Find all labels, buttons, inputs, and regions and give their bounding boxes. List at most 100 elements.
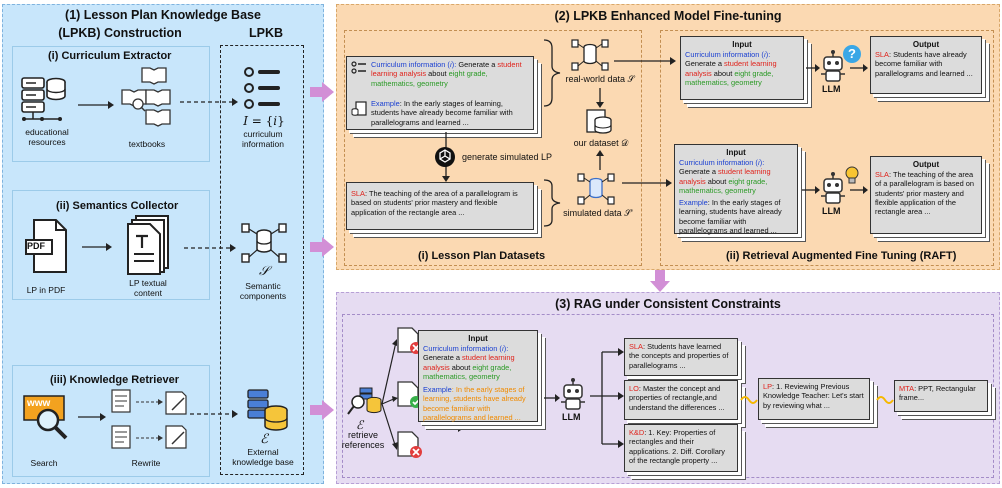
question-bubble-icon (843, 45, 861, 63)
textbooks-icon (121, 67, 171, 127)
s-symbol: 𝒮 (258, 264, 270, 279)
arrow-in-robot1 (806, 64, 820, 72)
arrow-in-rag-robot (544, 394, 560, 402)
textbooks-label: textbooks (128, 139, 166, 149)
e-symbol-kb: ℰ (260, 432, 268, 447)
web-search-icon (23, 395, 68, 440)
mta-text: : PPT, Rectangular frame... (899, 384, 976, 403)
raft-output-card-2: Output SLA: The teaching of the area of … (870, 156, 982, 234)
arrow-to-textual (82, 243, 112, 251)
mta-tag: MTA (899, 384, 915, 393)
lo-output-card: LO: Master the concept and properties of… (624, 380, 738, 420)
card1-example-text: : In the early stages of learning, stude… (371, 99, 513, 127)
arrow-to-textbooks (78, 101, 114, 109)
rag-input-about: about (449, 362, 473, 372)
raft-input2-sla: student learning analysis (679, 167, 771, 186)
rag-input-sla: student learning analysis (423, 353, 515, 372)
raft-output-card-1: Output SLA: Students have already become… (870, 36, 982, 94)
dataset-icon (586, 109, 612, 134)
raft-input2-gen: Generate a (679, 167, 719, 177)
lesson-plan-datasets-title: (i) Lesson Plan Datasets (418, 250, 546, 262)
brace-real-world (543, 39, 561, 107)
rewrite-documents-icon (111, 389, 187, 449)
real-world-data-label: real-world data 𝒮 (565, 74, 635, 84)
rag-input-title: Input (468, 334, 488, 343)
purple-arrow-3 (310, 400, 334, 420)
purple-arrow-down (650, 270, 670, 292)
retrieve-references-label: retrieve references (341, 430, 385, 451)
lp-in-pdf-label: LP in PDF (26, 285, 66, 295)
raft-input2-topics: eight grade, mathematics, geometry (679, 176, 768, 195)
lo-text: : Master the concept and properties of r… (629, 384, 725, 412)
arrow-sim-to-dataset (596, 150, 604, 170)
rag-input-ci: Curriculum information (𝑖): (423, 344, 509, 353)
simulated-lp-card: SLA: The teaching of the area of a paral… (346, 182, 534, 230)
list-icon (244, 67, 280, 109)
raft-input1-sla: student learning analysis (685, 59, 777, 78)
rag-input-ex-text: : In the early stages of learning, stude… (423, 385, 526, 422)
llm-label-2: LLM (822, 206, 841, 216)
search-label: Search (30, 458, 58, 468)
simulated-db-icon (577, 173, 615, 205)
real-world-lp-card: Curriculum information (𝑖): Generate a s… (346, 56, 534, 130)
lo-tag: LO (629, 384, 639, 393)
card1-topics: eight grade, mathematics, geometry (371, 69, 488, 88)
lp-text: : 1. Reviewing Previous Knowledge Teache… (763, 382, 864, 410)
robot-icon-rag (561, 378, 585, 410)
our-dataset-label: our dataset 𝒟 (573, 138, 629, 148)
raft-box (660, 30, 994, 266)
retrieval-branches (381, 339, 398, 450)
real-world-db-icon (571, 39, 609, 71)
rewrite-label: Rewrite (131, 458, 161, 468)
rag-input-card: Input Curriculum information (𝑖):Generat… (418, 330, 538, 422)
rag-input-example: Example: In the early stages of learning… (423, 385, 533, 422)
lpkb-label: LPKB (248, 26, 284, 40)
raft-title: (ii) Retrieval Augmented Fine Tuning (RA… (726, 250, 957, 262)
arrow-to-curriculum (180, 98, 238, 106)
sla-tag: SLA (629, 342, 643, 351)
curriculum-formula: 𝐼 = {𝑖} (243, 114, 285, 128)
arrow-real-to-dataset (596, 88, 604, 108)
raft-input2-title: Input (726, 148, 746, 157)
knowledge-base-icon (247, 389, 288, 431)
rag-input-ex-label: Example (423, 385, 452, 394)
raft-output2-body: SLA: The teaching of the area of a paral… (875, 170, 977, 216)
e-symbol-rag: ℰ (356, 418, 364, 432)
semantic-network-icon (241, 223, 287, 263)
raft-input1-ci: Curriculum information (𝑖): (685, 50, 771, 59)
rag-input-body: Curriculum information (𝑖):Generate a st… (423, 344, 533, 381)
raft-output2-sla: SLA (875, 170, 889, 179)
www-text: www (27, 398, 51, 409)
lp-tag: LP (763, 382, 773, 391)
raft-input2-body: Curriculum information (𝑖):Generate a st… (679, 158, 793, 195)
arrow-to-raft (622, 179, 672, 187)
card1-about: about (426, 69, 449, 79)
sim-sla-text: : The teaching of the area of a parallel… (351, 189, 518, 217)
mta-output-card: MTA: PPT, Rectangular frame... (894, 380, 988, 412)
raft-input2-ex-text: : In the early stages of learning, stude… (679, 198, 782, 235)
raft-output1-text: : Students have already become familiar … (875, 50, 973, 78)
raft-input2-ci: Curriculum information (𝑖): (679, 158, 765, 167)
wavy-arrow-lp-mta (876, 396, 894, 404)
sla-text: : Students have learned the concepts and… (629, 342, 729, 370)
rag-output-branches (590, 348, 624, 448)
arrow-to-rewrite (78, 413, 106, 421)
semantics-collector-title: (ii) Semantics Collector (56, 200, 179, 212)
panel2-title: (2) LPKB Enhanced Model Fine-tuning (554, 9, 782, 23)
simulated-card-text: SLA: The teaching of the area of a paral… (351, 189, 531, 217)
knowledge-retriever-title: (iii) Knowledge Retriever (50, 374, 179, 386)
question-mark: ? (848, 46, 856, 61)
arrow-in-robot2 (802, 186, 820, 194)
generate-simulated-label: generate simulated LP (462, 152, 553, 162)
kd-tag: K&D (629, 428, 645, 437)
raft-input1-title: Input (732, 40, 752, 49)
card1-generate: Generate a (458, 60, 498, 69)
openai-icon (435, 147, 455, 167)
rag-inner-box (342, 314, 994, 478)
semantic-components-label: Semantic components (239, 281, 287, 301)
rag-input-topics: eight grade, mathematics, geometry (423, 362, 512, 381)
list-icon-small (351, 61, 367, 75)
raft-output2-title: Output (912, 160, 940, 169)
simulated-data-label: simulated data 𝒮' (563, 208, 633, 218)
arrow-to-kb (190, 410, 238, 418)
